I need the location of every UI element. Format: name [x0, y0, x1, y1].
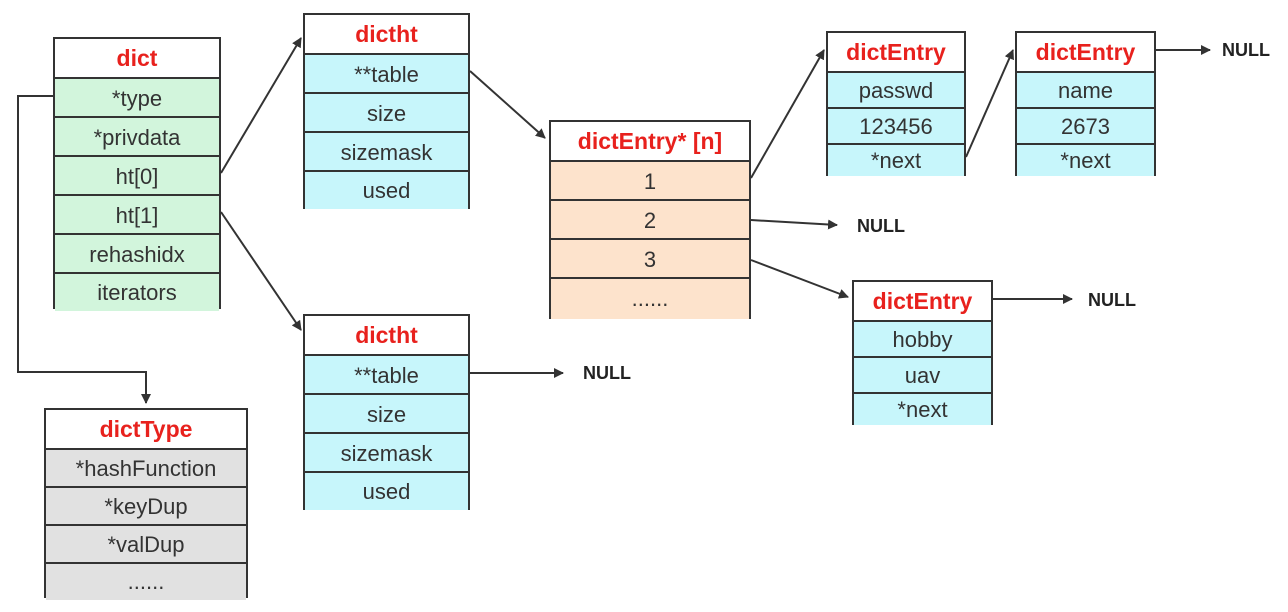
dict-struct: dict *type *privdata ht[0] ht[1] rehashi… [53, 37, 221, 311]
null-label-dictht-bottom-table: NULL [583, 363, 631, 383]
arrow-type-to-dicttype [17, 95, 151, 404]
arrow-passwd-next-to-entry-name [965, 49, 1014, 158]
dict-field-ht0: ht[0] [55, 157, 219, 196]
dictht-bottom-field-table: **table [305, 356, 468, 395]
dict-field-rehashidx: rehashidx [55, 235, 219, 274]
dictht-top-struct: dictht **table size sizemask used [303, 13, 470, 209]
arrow-slot1-to-entry-passwd [750, 49, 825, 179]
dictht-bottom-field-size: size [305, 395, 468, 434]
bucket-slot-3: 3 [551, 240, 749, 279]
arrow-ht0-to-dictht-top [220, 37, 302, 174]
null-label-slot-2: NULL [857, 216, 905, 236]
entry-hobby-value: uav [854, 358, 991, 394]
dict-field-ht1: ht[1] [55, 196, 219, 235]
null-label-hobby-next: NULL [1088, 290, 1136, 310]
entry-name-struct: dictEntry name 2673 *next [1015, 31, 1156, 176]
entry-hobby-key: hobby [854, 322, 991, 358]
null-label-name-next: NULL [1222, 40, 1270, 60]
dict-title: dict [55, 39, 219, 79]
dictht-bottom-title: dictht [305, 316, 468, 356]
dicttype-struct: dictType *hashFunction *keyDup *valDup .… [44, 408, 248, 600]
entry-passwd-next: *next [828, 145, 964, 176]
entry-hobby-next: *next [854, 394, 991, 425]
dictht-bottom-field-sizemask: sizemask [305, 434, 468, 473]
entry-passwd-key: passwd [828, 73, 964, 109]
entry-hobby-struct: dictEntry hobby uav *next [852, 280, 993, 425]
dictht-bottom-struct: dictht **table size sizemask used [303, 314, 470, 510]
dictht-top-field-size: size [305, 94, 468, 133]
dictht-bottom-field-used: used [305, 473, 468, 510]
dict-field-type: *type [55, 79, 219, 118]
entry-passwd-value: 123456 [828, 109, 964, 145]
dicttype-field-more: ...... [46, 564, 246, 600]
entry-name-value: 2673 [1017, 109, 1154, 145]
entry-name-key: name [1017, 73, 1154, 109]
entry-name-next: *next [1017, 145, 1154, 176]
arrow-slot2-to-null [750, 219, 838, 230]
dict-field-iterators: iterators [55, 274, 219, 311]
dicttype-field-keydup: *keyDup [46, 488, 246, 526]
arrow-table-to-bucket-array [469, 70, 546, 139]
dicttype-title: dictType [46, 410, 246, 450]
entry-passwd-title: dictEntry [828, 33, 964, 73]
entry-passwd-struct: dictEntry passwd 123456 *next [826, 31, 966, 176]
dictht-top-title: dictht [305, 15, 468, 55]
entry-name-title: dictEntry [1017, 33, 1154, 73]
bucket-slot-1: 1 [551, 162, 749, 201]
arrow-ht1-to-dictht-bottom [220, 211, 302, 331]
dictht-top-field-used: used [305, 172, 468, 209]
dict-field-privdata: *privdata [55, 118, 219, 157]
entry-hobby-title: dictEntry [854, 282, 991, 322]
bucket-array-struct: dictEntry* [n] 1 2 3 ...... [549, 120, 751, 319]
dictht-top-field-table: **table [305, 55, 468, 94]
bucket-slot-more: ...... [551, 279, 749, 319]
dicttype-field-valdup: *valDup [46, 526, 246, 564]
arrow-slot3-to-entry-hobby [750, 259, 849, 299]
bucket-slot-2: 2 [551, 201, 749, 240]
dictht-top-field-sizemask: sizemask [305, 133, 468, 172]
dicttype-field-hashfunction: *hashFunction [46, 450, 246, 488]
bucket-array-title: dictEntry* [n] [551, 122, 749, 162]
